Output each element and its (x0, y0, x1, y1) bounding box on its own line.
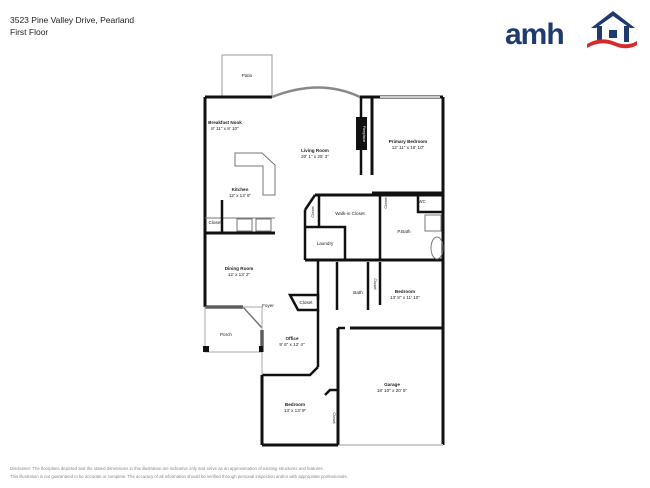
page-header: 3523 Pine Valley Drive, Pearland First F… (10, 14, 134, 38)
room-dims-bedroom-3: 13' x 13' 9" (284, 408, 307, 413)
room-dims-breakfast-nook: 8' 11" x 8' 10" (211, 126, 239, 131)
room-label-garage: Garage (384, 382, 400, 387)
room-label-laundry: Laundry (317, 241, 334, 246)
room-label-bath: Bath (353, 290, 363, 295)
room-label-patio: Patio (242, 73, 253, 78)
disclaimer-line-1: Disclaimer: The floorplans depicted and … (10, 466, 324, 471)
amh-logo: amh (505, 8, 640, 53)
room-label-wc: WC (418, 199, 426, 204)
room-dims-office: 9' 6" x 12' 4" (279, 342, 305, 347)
room-dims-kitchen: 12' x 13' 6" (229, 193, 252, 198)
room-label-pbath: P.Bath (397, 229, 411, 234)
room-label-porch: Porch (220, 332, 232, 337)
property-address: 3523 Pine Valley Drive, Pearland (10, 15, 135, 25)
room-label-primary-bedroom: Primary Bedroom (389, 139, 428, 144)
fireplace-label: Fireplace (362, 126, 367, 143)
room-dims-garage: 18' 10" x 20' 5" (377, 388, 408, 393)
room-label-breakfast-nook: Breakfast Nook (208, 120, 242, 125)
room-label-closet-pbath: Closet (383, 196, 388, 208)
room-dims-bedroom-2: 13' 8" x 11' 10" (390, 295, 420, 300)
room-label-kitchen: Kitchen (232, 187, 249, 192)
room-label-foyer: Foyer (262, 303, 274, 308)
floor-label: First Floor (10, 27, 49, 37)
room-label-closet-kitchen: Closet (208, 220, 222, 225)
room-label-closet-bedroom-3: Closet (332, 412, 337, 424)
room-label-bedroom-3: Bedroom (285, 402, 305, 407)
room-label-closet-foyer: Closet (299, 300, 313, 305)
disclaimer-line-2: This illustration is not guaranteed to b… (10, 474, 348, 479)
room-label-office: Office (285, 336, 298, 341)
room-dims-dining-room: 12' x 13' 2" (228, 272, 251, 277)
room-label-bedroom-2: Bedroom (395, 289, 415, 294)
room-label-closet-hall: Closet (310, 205, 315, 217)
house-outline-icon (587, 11, 637, 49)
room-label-walk-in-closet: Walk-in Closet (335, 211, 365, 216)
room-label-living-room: Living Room (301, 148, 329, 153)
room-dims-primary-bedroom: 12' 11" x 16' 10" (392, 145, 425, 150)
room-label-dining-room: Dining Room (225, 266, 254, 271)
room-dims-living-room: 20' 1" x 25' 3" (301, 154, 329, 159)
room-label-closet-bedroom-2: Closet (373, 278, 378, 290)
logo-text: amh (505, 18, 565, 51)
